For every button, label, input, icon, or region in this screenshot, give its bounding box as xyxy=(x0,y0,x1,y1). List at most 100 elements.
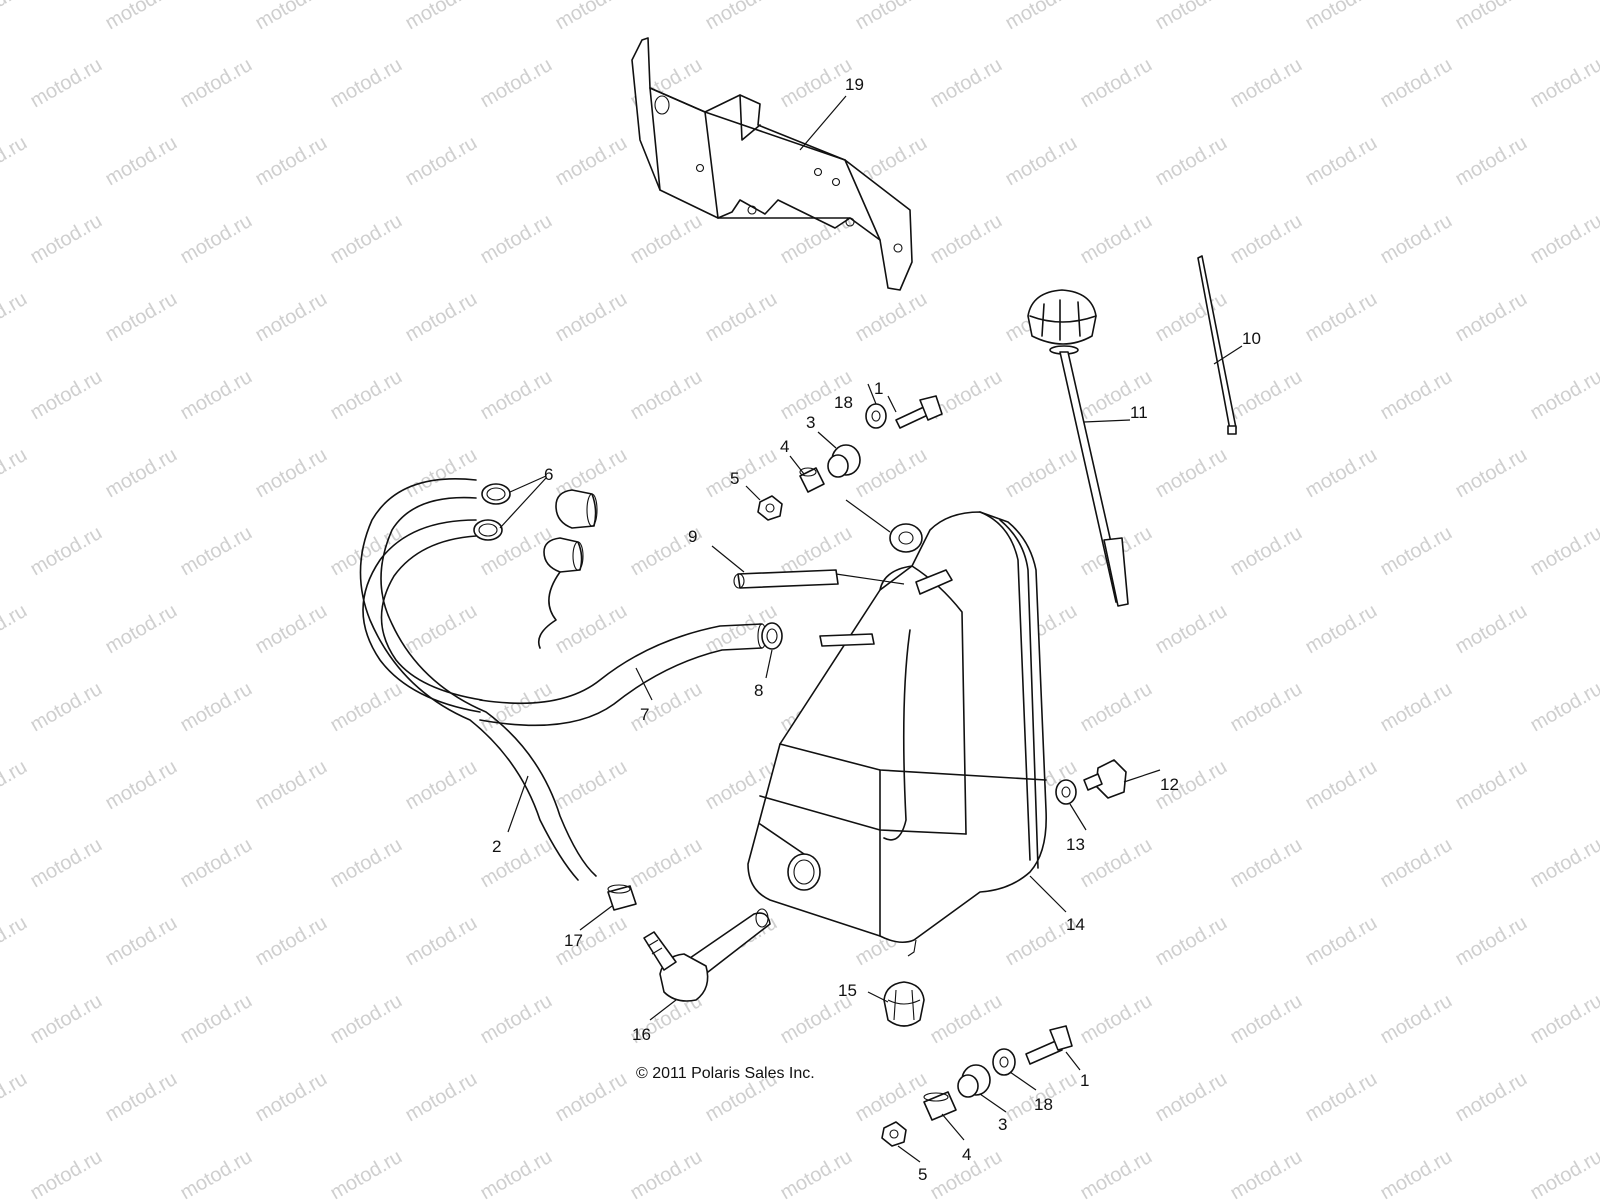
watermark-text: motod.ru xyxy=(402,912,481,971)
watermark-text: motod.ru xyxy=(27,366,106,425)
watermark-text: motod.ru xyxy=(102,444,181,503)
watermark-text: motod.ru xyxy=(27,522,106,581)
watermark-text: motod.ru xyxy=(402,600,481,659)
watermark-text: motod.ru xyxy=(1527,834,1600,893)
watermark-text: motod.ru xyxy=(1377,522,1456,581)
watermark-text: motod.ru xyxy=(1302,600,1381,659)
watermark-text: motod.ru xyxy=(1377,678,1456,737)
watermark-text: motod.ru xyxy=(1527,54,1600,113)
callout-5-top: 5 xyxy=(730,469,739,488)
callout-2: 2 xyxy=(492,837,501,856)
watermark-text: motod.ru xyxy=(1527,210,1600,269)
part-14-oil-tank[interactable] xyxy=(747,511,1047,957)
callout-18-top: 18 xyxy=(834,393,853,412)
watermark-text: motod.ru xyxy=(1077,210,1156,269)
watermark-text: motod.ru xyxy=(102,756,181,815)
part-3-grommet-bottom[interactable] xyxy=(957,1064,991,1098)
watermark-text: motod.ru xyxy=(327,678,406,737)
watermark-text: motod.ru xyxy=(477,366,556,425)
callout-15: 15 xyxy=(838,981,857,1000)
watermark-text: motod.ru xyxy=(102,0,181,34)
watermark-text: motod.ru xyxy=(1077,54,1156,113)
watermark-text: motod.ru xyxy=(777,54,856,113)
part-caps[interactable] xyxy=(537,489,598,649)
callout-labels: 19 10 11 1 18 3 4 5 6 9 8 7 2 12 13 14 1… xyxy=(492,75,1261,1184)
watermark-text: motod.ru xyxy=(252,288,331,347)
watermark-text: motod.ru xyxy=(402,0,481,34)
leader-lines xyxy=(499,95,1243,1163)
part-15-cap-nut[interactable] xyxy=(883,981,925,1027)
watermark-text: motod.ru xyxy=(1152,1068,1231,1127)
watermark-text: motod.ru xyxy=(177,210,256,269)
part-5-nut-bottom[interactable] xyxy=(881,1121,907,1147)
part-8-clamp[interactable] xyxy=(761,622,783,650)
part-4-sleeve-bottom[interactable] xyxy=(923,1091,957,1121)
callout-3-top: 3 xyxy=(806,413,815,432)
watermark-text: motod.ru xyxy=(627,210,706,269)
watermark-text: motod.ru xyxy=(27,990,106,1049)
watermark-text: motod.ru xyxy=(402,444,481,503)
watermark-text: motod.ru xyxy=(0,288,31,347)
part-11-dipstick[interactable] xyxy=(1027,289,1129,607)
part-2-hose[interactable] xyxy=(359,478,597,881)
watermark-text: motod.ru xyxy=(1377,54,1456,113)
part-9-tube[interactable] xyxy=(733,569,839,589)
callout-5-bottom: 5 xyxy=(918,1165,927,1184)
watermark-text: motod.ru xyxy=(252,756,331,815)
watermark-text: motod.ru xyxy=(1152,600,1231,659)
copyright-text: © 2011 Polaris Sales Inc. xyxy=(636,1065,815,1082)
watermark-text: motod.ru xyxy=(1152,288,1231,347)
callout-13: 13 xyxy=(1066,835,1085,854)
watermark-text: motod.ru xyxy=(252,600,331,659)
watermark-text: motod.ru xyxy=(552,0,631,34)
watermark-text: motod.ru xyxy=(1452,1068,1531,1127)
watermark-text: motod.ru xyxy=(102,600,181,659)
watermark-text: motod.ru xyxy=(1077,990,1156,1049)
watermark-text: motod.ru xyxy=(327,210,406,269)
callout-8: 8 xyxy=(754,681,763,700)
watermark-text: motod.ru xyxy=(552,132,631,191)
part-18-washer-top[interactable] xyxy=(865,403,887,429)
watermark-text: motod.ru xyxy=(327,1146,406,1200)
watermark-text: motod.ru xyxy=(627,366,706,425)
watermark-text: motod.ru xyxy=(1152,912,1231,971)
watermark-text: motod.ru xyxy=(1302,288,1381,347)
watermark-text: motod.ru xyxy=(1152,0,1231,34)
watermark-text: motod.ru xyxy=(177,990,256,1049)
watermark-text: motod.ru xyxy=(1227,210,1306,269)
watermark-text: motod.ru xyxy=(702,288,781,347)
watermark-text: motod.ru xyxy=(852,288,931,347)
watermark-text: motod.ru xyxy=(1527,1146,1600,1200)
watermark-text: motod.ru xyxy=(927,210,1006,269)
callout-6: 6 xyxy=(544,465,553,484)
watermark-text: motod.ru xyxy=(552,600,631,659)
watermark-text: motod.ru xyxy=(27,834,106,893)
watermark-text: motod.ru xyxy=(1377,990,1456,1049)
part-12-fitting[interactable] xyxy=(1083,759,1127,799)
part-16-elbow[interactable] xyxy=(643,908,771,1002)
watermark-text: motod.ru xyxy=(327,54,406,113)
watermark-text: motod.ru xyxy=(1452,912,1531,971)
part-5-nut-top[interactable] xyxy=(757,495,783,521)
part-10-cable-tie[interactable] xyxy=(1197,255,1237,435)
part-18-washer-bottom[interactable] xyxy=(992,1048,1016,1076)
watermark-text: motod.ru xyxy=(1377,366,1456,425)
watermark-text: motod.ru xyxy=(1302,132,1381,191)
watermark-text: motod.ru xyxy=(177,366,256,425)
watermark-text: motod.ru xyxy=(27,678,106,737)
part-3-grommet-top[interactable] xyxy=(827,444,861,478)
part-6-hose-clamps[interactable] xyxy=(473,483,511,541)
watermark-text: motod.ru xyxy=(1077,1146,1156,1200)
watermark-text: motod.ru xyxy=(1002,132,1081,191)
part-4-sleeve-top[interactable] xyxy=(799,467,825,493)
part-17-sleeve[interactable] xyxy=(607,884,637,911)
watermark-text: motod.ru xyxy=(177,54,256,113)
part-13-washer[interactable] xyxy=(1055,779,1077,805)
callout-9: 9 xyxy=(688,527,697,546)
watermark-text: motod.ru xyxy=(252,132,331,191)
watermark-text: motod.ru xyxy=(1452,600,1531,659)
part-1-bolt-bottom[interactable] xyxy=(1025,1025,1073,1065)
watermark-text: motod.ru xyxy=(0,600,31,659)
part-19-bracket[interactable] xyxy=(631,37,913,291)
part-1-bolt-top[interactable] xyxy=(895,395,943,429)
